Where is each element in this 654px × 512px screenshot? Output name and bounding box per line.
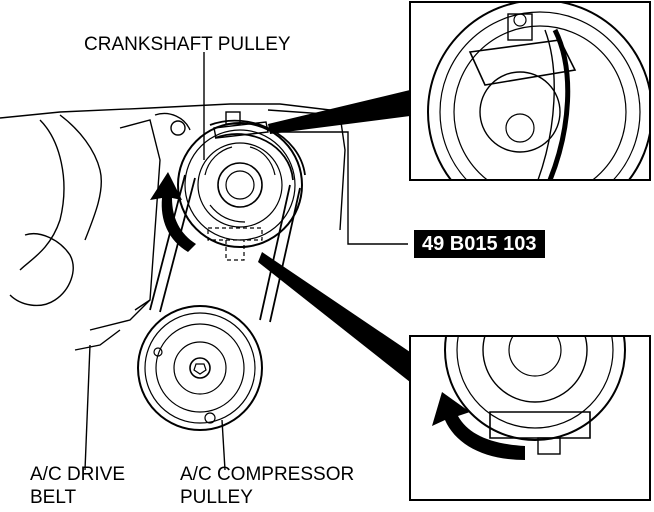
detail-callout-top [409,1,651,181]
rotation-arrow-icon [150,172,196,252]
detail-callout-bottom [409,335,651,501]
ac-drive-belt-label-line2: BELT [30,487,77,508]
ac-compressor-pulley-label-line1: A/C COMPRESSOR [180,464,355,485]
crankshaft-pulley [177,111,303,261]
tool-number-badge: 49 B015 103 [414,230,545,258]
leader-lines [84,52,408,471]
callout-wedge-top [268,90,410,134]
ac-compressor-pulley-label-line2: PULLEY [180,487,253,508]
ac-drive-belt-label-line1: A/C DRIVE [30,464,126,485]
ac-compressor-pulley [137,305,263,431]
rotation-arrow-icon [432,392,525,460]
crankshaft-pulley-label: CRANKSHAFT PULLEY [84,34,291,55]
callout-wedge-bottom [258,252,410,382]
